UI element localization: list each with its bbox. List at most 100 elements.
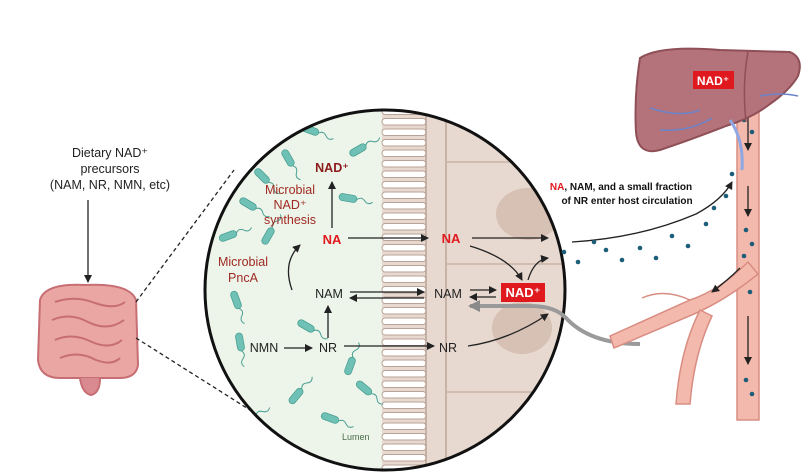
bacterium [349,137,381,157]
bacterium [218,227,252,242]
circulation-note-line-1: NA, NAM, and a small fraction [550,182,692,193]
microvillus [381,454,427,462]
bacterium [297,319,328,340]
magnifier-border [203,108,567,472]
bacterium [344,342,360,376]
bacterium [338,193,373,205]
precursor-dot [561,249,567,255]
microvillus [381,401,427,409]
intestine-icon [36,283,140,397]
liver-icon: NAD⁺ [634,47,801,171]
microvillus [381,391,427,399]
nr-exit-arrow [467,313,549,347]
nad-cell-badge: NAD⁺ [501,283,545,302]
bacterium [254,168,280,195]
nad-liver-node: NAD⁺ [697,74,729,88]
precursors-line-3: (NAM, NR, NMN, etc) [50,178,170,192]
nr-cell-node: NR [439,341,457,355]
microvillus [381,349,427,357]
precursor-dot [711,205,717,211]
na-to-nad-cell-arrow [469,245,523,281]
precursor-dot [637,245,643,251]
microvillus [381,233,427,241]
nam-exit-arrow [527,255,549,281]
microvillus [381,254,427,262]
circulating-precursor-dots [561,171,735,265]
precursor-dot [575,259,581,265]
microvillus [381,202,427,210]
microvillus [381,139,427,147]
bacterium [235,332,245,368]
microvillus [381,265,427,273]
nam-lumen-node: NAM [315,287,343,301]
blood-vessel [609,109,760,421]
circulation-note: NA, NAM, and a small fraction of NR ente… [550,182,693,207]
microvillus [381,338,427,346]
precursor-dot [653,255,659,261]
precursor-dot [747,289,753,295]
entry-circulation-arrow [571,181,733,243]
precursor-dot [669,233,675,239]
na-cell-node: NA [442,231,461,246]
microvillus [381,328,427,336]
precursor-dot [591,239,597,245]
precursor-dot [749,391,755,397]
microvillus [381,181,427,189]
nucleus-bottom [492,302,552,354]
bacterium [281,149,301,181]
precursor-dot [741,253,747,259]
microbiota [218,124,384,428]
microvillus [381,149,427,157]
nad-microbe-node: NAD⁺ [315,161,349,175]
circulation-note-line-2: of NR enter host circulation [561,196,692,207]
pnca-arrow [287,244,301,291]
bacterium [261,214,282,245]
microvillus [381,223,427,231]
precursor-dot [743,227,749,233]
dietary-precursors-label: Dietary NAD⁺ precursors (NAM, NR, NMN, e… [50,146,170,192]
bacterium [239,197,270,218]
microvillus [381,412,427,420]
precursor-dot [749,129,755,135]
microvillus [381,244,427,252]
microvillus [381,370,427,378]
nmn-lumen-node: NMN [250,341,278,355]
microvillus [381,317,427,325]
bacterium [355,380,384,405]
bacterium [320,412,354,428]
precursor-dot [743,377,749,383]
microvillus [381,160,427,168]
microvillus [381,359,427,367]
precursors-line-2: precursors [80,162,139,176]
bacterium [288,376,313,405]
microvillus [381,433,427,441]
precursor-dot [619,257,625,263]
na-lumen-node: NA [323,232,342,247]
nr-lumen-node: NR [319,341,337,355]
synthesis-line-2: NAD⁺ [274,198,307,212]
lumen-area [205,110,390,470]
bacterium [230,290,245,324]
microvillus [381,307,427,315]
precursor-dot [723,193,729,199]
precursor-dot [749,241,755,247]
microvillus [381,212,427,220]
microvillus [381,275,427,283]
nam-cell-node: NAM [434,287,462,301]
synthesis-line-3: synthesis [264,213,316,227]
nucleus-top [496,188,560,240]
microvillus [381,443,427,451]
nad-cell-node: NAD⁺ [505,285,540,300]
precursor-dot [729,171,735,177]
pnca-line-1: Microbial [218,255,268,269]
brush-border [381,110,427,470]
pnca-line-2: PncA [228,271,259,285]
precursor-dot [603,247,609,253]
precursors-line-1: Dietary NAD⁺ [72,146,148,160]
synthesis-line-1: Microbial [265,183,315,197]
microvillus [381,380,427,388]
lumen-label: Lumen [342,432,370,442]
microvillus [381,191,427,199]
microvillus [381,422,427,430]
